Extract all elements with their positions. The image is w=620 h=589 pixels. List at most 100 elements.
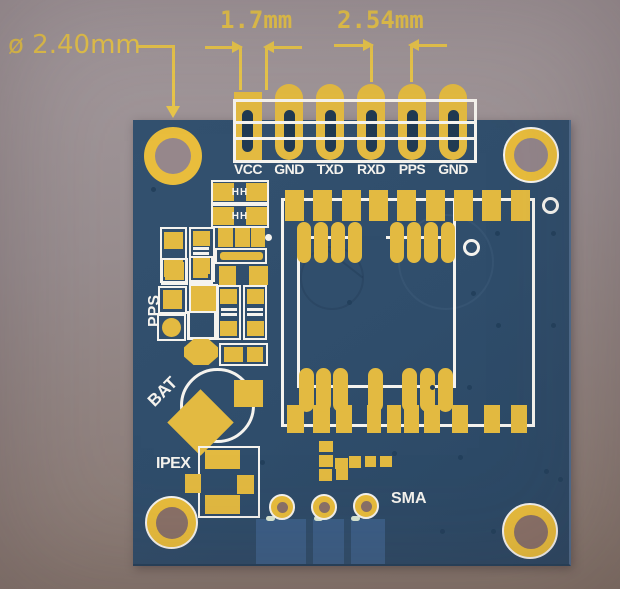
leader-line: [136, 45, 175, 48]
via: [496, 323, 501, 328]
drill-hole: [155, 138, 191, 174]
component-pad: [247, 347, 263, 362]
drill-hole: [360, 500, 372, 512]
component-pad: [247, 321, 264, 336]
drill-hole: [155, 506, 188, 539]
via: [471, 291, 476, 296]
module-pad: [387, 405, 401, 433]
component-pad: [246, 183, 267, 201]
crystal-outline: [215, 248, 267, 264]
module-pad: [367, 405, 381, 433]
component-pad: [220, 289, 237, 304]
pin-width-label: 1.7mm: [220, 6, 293, 34]
small-pad: [349, 456, 361, 468]
module-pad: [426, 190, 445, 221]
sma-silkscreen-label: SMA: [391, 490, 427, 507]
inductor-outline: [211, 204, 269, 228]
via: [551, 231, 556, 236]
leader-line: [172, 45, 175, 107]
component-pad: [163, 290, 182, 309]
via: [558, 477, 563, 482]
mounting-hole-bottom-right: [502, 503, 558, 559]
module-pad: [297, 222, 311, 263]
capacitor-symbol-icon: [193, 247, 209, 255]
down-arrow-icon: [166, 106, 180, 118]
hole-diameter-label: ø 2.40mm: [8, 30, 141, 60]
module-pad: [402, 368, 417, 412]
module-pad: [511, 190, 530, 221]
module-pad: [482, 190, 501, 221]
pin-hole: [242, 110, 253, 152]
via: [544, 469, 549, 474]
module-pad: [348, 222, 362, 263]
fiducial-circle: [463, 239, 480, 256]
ipex-pad: [205, 450, 240, 469]
component-pad: [246, 207, 267, 225]
led-outline: [157, 314, 186, 341]
small-pad: [335, 458, 348, 469]
castellation-gap: [306, 519, 313, 564]
module-pad: [404, 405, 419, 433]
small-pad: [336, 469, 348, 480]
component-pad: [164, 232, 183, 249]
module-pad: [407, 222, 421, 263]
castellation-gap: [344, 519, 351, 564]
capacitor-symbol-icon: [221, 308, 237, 316]
pin-hole: [448, 110, 459, 152]
small-pad: [319, 469, 332, 481]
sma-through-hole-pad: [311, 494, 337, 520]
pin-hole: [284, 110, 295, 152]
sma-through-hole-pad: [353, 493, 379, 519]
module-pad: [331, 222, 345, 263]
pin-label-txd: TXD: [316, 161, 344, 177]
pin-label-rxd: RXD: [356, 161, 386, 177]
module-pad: [336, 405, 352, 433]
small-pad: [380, 456, 392, 467]
module-pad: [313, 190, 332, 221]
module-pad: [369, 190, 388, 221]
module-pad: [424, 405, 440, 433]
drill-hole: [514, 515, 548, 549]
inductor-symbol-icon: HH: [231, 187, 249, 198]
header-silkscreen-box: [233, 99, 477, 163]
module-pad: [511, 405, 527, 433]
module-pad: [313, 405, 330, 433]
ipex-silkscreen-label: IPEX: [156, 455, 191, 472]
pin-label-vcc: VCC: [233, 161, 263, 177]
component-pad: [193, 261, 208, 278]
component-pad: [247, 289, 264, 304]
component-outline: [160, 227, 187, 283]
extension-line: [370, 44, 373, 82]
ipex-pad: [237, 475, 254, 494]
pin-label-gnd: GND: [274, 161, 304, 177]
component-outline: [219, 343, 268, 366]
pin-hole: [325, 110, 336, 152]
small-pad: [365, 456, 376, 467]
left-arrow-icon: [408, 39, 419, 51]
via: [551, 323, 556, 328]
extension-line: [239, 46, 242, 90]
pin-pitch-label: 2.54mm: [337, 6, 424, 34]
module-pad: [316, 368, 331, 412]
drill-hole: [276, 501, 288, 513]
large-pad: [189, 284, 218, 313]
right-arrow-icon: [232, 41, 243, 53]
module-pad: [424, 222, 438, 263]
component-pad: [251, 228, 265, 247]
extension-line: [265, 46, 268, 90]
drill-hole: [514, 138, 548, 172]
module-pad: [454, 190, 473, 221]
component-pad: [235, 228, 250, 247]
module-pad: [438, 368, 453, 412]
component-outline: [158, 286, 187, 314]
component-pad: [220, 321, 237, 336]
module-pad: [397, 190, 416, 221]
inductor-outline: [211, 180, 269, 204]
inductor-symbol-icon: HH: [231, 211, 249, 222]
via: [151, 187, 156, 192]
pin-hole: [407, 110, 418, 152]
component-pad: [218, 228, 233, 247]
component-pad: [219, 266, 236, 285]
castellation-area: [256, 519, 385, 564]
